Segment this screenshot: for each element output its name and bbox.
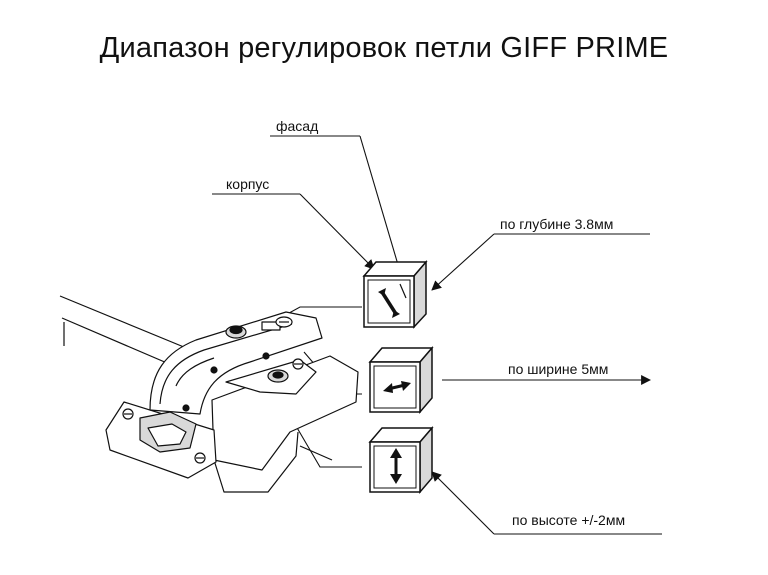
label-depth-adjust: по глубине 3.8мм <box>500 216 614 232</box>
label-body: корпус <box>226 176 270 192</box>
label-width-adjust: по ширине 5мм <box>508 361 609 377</box>
diagram-title: Диапазон регулировок петли GIFF PRIME <box>99 32 669 64</box>
icon-height-adjust <box>368 425 434 495</box>
label-height-adjust: по высоте +/-2мм <box>512 512 626 528</box>
leader-height <box>431 471 662 535</box>
icon-depth-adjust <box>362 259 428 329</box>
leader-body <box>212 193 375 270</box>
hinge-drawing <box>59 295 359 493</box>
icon-width-adjust <box>368 345 434 415</box>
label-facade: фасад <box>276 118 319 134</box>
leader-depth <box>431 233 650 291</box>
